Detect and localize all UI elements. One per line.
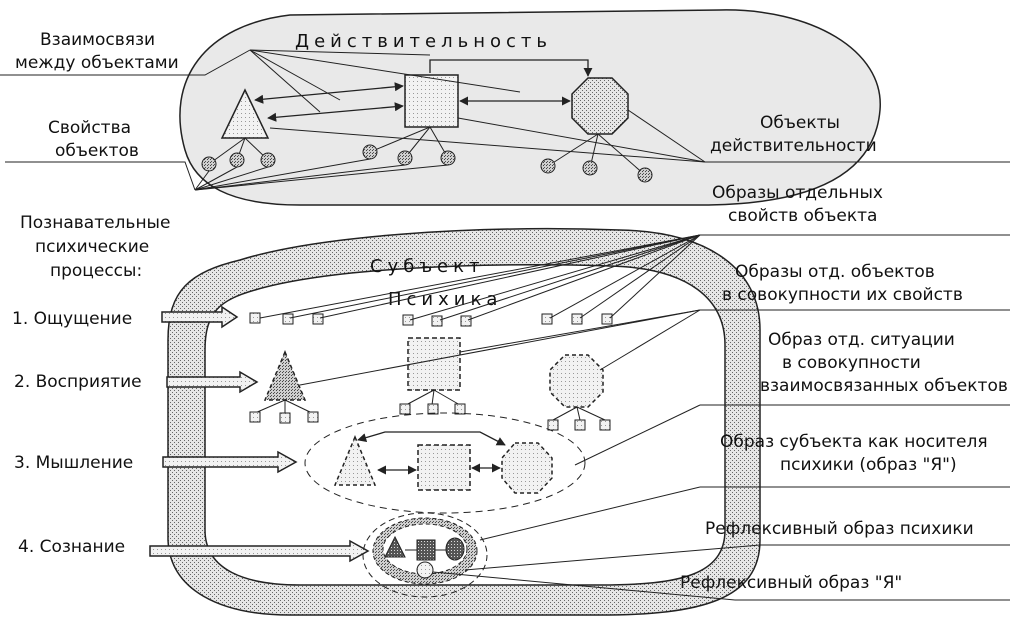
objects-label-line2: действительности xyxy=(710,136,877,156)
arrow-sensation xyxy=(161,305,239,329)
objects-label: Объекты действительности xyxy=(710,113,877,156)
label-self-image-line1: Образ субъекта как носителя xyxy=(720,432,988,452)
objects-label-line1: Объекты xyxy=(760,113,840,133)
property-circle xyxy=(540,158,556,174)
processes-heading-line2: психические xyxy=(35,237,149,257)
sensation-images xyxy=(249,312,613,327)
relations-label-line2: между объектами xyxy=(15,53,179,73)
relations-label-line1: Взаимосвязи xyxy=(40,30,155,50)
thinking-images xyxy=(304,412,586,514)
process-thinking: 3. Мышление xyxy=(14,453,133,473)
arrow-perception xyxy=(166,370,259,394)
property-circle xyxy=(260,152,276,168)
label-separate-properties: Образы отдельных свойств объекта xyxy=(712,183,888,226)
processes-heading-line1: Познавательные xyxy=(20,213,170,233)
label-situation-line1: Образ отд. ситуации xyxy=(768,330,955,350)
perception-images xyxy=(249,337,611,431)
property-circle xyxy=(229,152,245,168)
label-separate-objects: Образы отд. объектов в совокупности их с… xyxy=(722,262,963,305)
label-situation-line2: в совокупности xyxy=(782,353,921,373)
consciousness-images xyxy=(362,512,488,598)
processes-heading-line3: процессы: xyxy=(50,261,142,281)
label-situation: Образ отд. ситуации в совокупности взаим… xyxy=(760,330,1008,396)
process-perception: 2. Восприятие xyxy=(14,372,142,392)
octagon-object xyxy=(571,77,629,135)
reality-properties xyxy=(201,126,653,183)
reality-relations xyxy=(254,59,593,122)
label-separate-properties-line2: свойств объекта xyxy=(728,206,877,226)
image-leaders xyxy=(259,234,1010,601)
reality-leaders xyxy=(0,49,1010,191)
label-situation-line3: взаимосвязанных объектов xyxy=(760,376,1008,396)
label-reflexive-self: Рефлексивный образ "Я" xyxy=(680,573,902,593)
relations-label: Взаимосвязи между объектами xyxy=(15,30,179,73)
property-circle xyxy=(201,156,217,172)
property-circle xyxy=(637,167,653,183)
subject-title: Субъект xyxy=(370,256,484,277)
label-reflexive-psyche: Рефлексивный образ психики xyxy=(705,519,974,539)
reality-objects xyxy=(220,74,629,139)
arrow-thinking xyxy=(162,450,298,474)
label-self-image: Образ субъекта как носителя психики (обр… xyxy=(720,432,993,475)
label-separate-objects-line1: Образы отд. объектов xyxy=(735,262,935,282)
process-consciousness: 4. Сознание xyxy=(18,537,125,557)
process-sensation: 1. Ощущение xyxy=(12,309,132,329)
property-circle xyxy=(582,160,598,176)
property-circle xyxy=(362,144,378,160)
arrow-consciousness xyxy=(149,539,370,563)
reality-region xyxy=(179,9,881,206)
process-items: 1. Ощущение 2. Восприятие 3. Мышление 4.… xyxy=(12,305,370,563)
properties-label: Свойства объектов xyxy=(48,118,139,161)
label-self-image-line2: психики (образ "Я") xyxy=(780,455,957,475)
properties-label-line2: объектов xyxy=(55,141,139,161)
label-separate-objects-line2: в совокупности их свойств xyxy=(722,285,963,305)
property-circle xyxy=(440,150,456,166)
processes-heading: Познавательные психические процессы: xyxy=(20,213,176,281)
reality-title: Действительность xyxy=(295,31,552,52)
psyche-title: Психика xyxy=(388,289,502,310)
square-object xyxy=(404,74,459,128)
property-circle xyxy=(397,150,413,166)
properties-label-line1: Свойства xyxy=(48,118,131,138)
label-separate-properties-line1: Образы отдельных xyxy=(712,183,883,203)
